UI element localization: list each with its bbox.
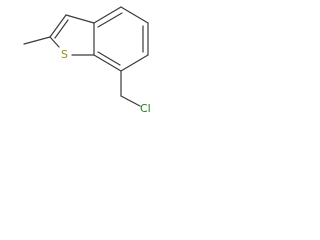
chemical-structure-diagram: S Cl [23,6,151,115]
ring-bond-c4-c5 [120,6,149,24]
ring-bond-c3a-c4-double [97,12,123,28]
ring-bond-c2-s [49,36,60,48]
ring-bond-c2-c3 [49,14,67,38]
ring-bond-c3-c3a [65,14,95,24]
ring-bond-c7-c7a-double [97,51,121,66]
chlorine-bond [120,95,141,107]
chlorine-atom-label: Cl [140,102,151,115]
ring-bond-c6-c7 [120,54,149,72]
sulfur-atom-label: S [61,48,68,61]
methyl-bond [23,36,51,45]
ring-bond-c2-c3-double [54,19,69,39]
ring-bond-c3a-c4 [93,6,122,24]
ring-bond-c7-c7a [93,54,122,72]
